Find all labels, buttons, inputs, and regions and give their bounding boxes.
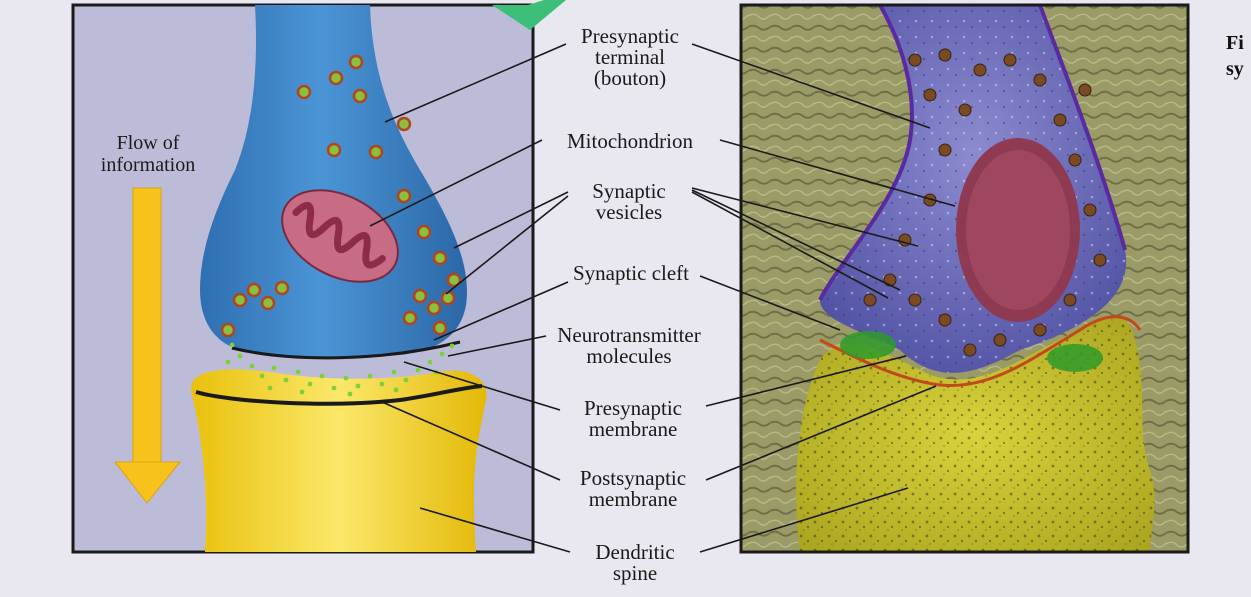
synaptic-vesicles-line-1: Synaptic: [566, 181, 692, 202]
presynaptic-terminal-line-1: Presynaptic: [560, 26, 700, 47]
illustration-panel: [73, 5, 533, 552]
dendritic-spine-shape: [191, 369, 487, 552]
dendritic-spine-line-2: spine: [570, 563, 700, 584]
mitochondrion-line-1: Mitochondrion: [538, 131, 722, 152]
flow-of-information-label: Flow of information: [80, 132, 216, 176]
presynaptic-terminal-line-2: terminal: [560, 47, 700, 68]
flow-label-line-2: information: [80, 154, 216, 176]
postsynaptic-membrane-line-1: Postsynaptic: [560, 468, 706, 489]
label-synaptic-vesicles: Synaptic vesicles: [566, 181, 692, 223]
label-postsynaptic-membrane: Postsynaptic membrane: [560, 468, 706, 510]
neurotransmitter-line-1: Neurotransmitter: [540, 325, 718, 346]
synaptic-vesicles-line-2: vesicles: [566, 202, 692, 223]
presynaptic-membrane-line-1: Presynaptic: [560, 398, 706, 419]
label-synaptic-cleft: Synaptic cleft: [556, 263, 706, 284]
neurotransmitter-line-2: molecules: [540, 346, 718, 367]
dendritic-spine-line-1: Dendritic: [570, 542, 700, 563]
label-dendritic-spine: Dendritic spine: [570, 542, 700, 584]
presynaptic-membrane-line-2: membrane: [560, 419, 706, 440]
side-caption-line-1: Fi: [1226, 30, 1244, 56]
side-caption-line-2: sy: [1226, 56, 1244, 82]
presynaptic-terminal-line-3: (bouton): [560, 68, 700, 89]
side-caption: Fi sy: [1226, 30, 1244, 82]
label-neurotransmitter-molecules: Neurotransmitter molecules: [540, 325, 718, 367]
label-presynaptic-terminal: Presynaptic terminal (bouton): [560, 26, 700, 89]
flow-label-line-1: Flow of: [80, 132, 216, 154]
label-presynaptic-membrane: Presynaptic membrane: [560, 398, 706, 440]
micrograph-panel: [741, 5, 1188, 552]
label-mitochondrion: Mitochondrion: [538, 131, 722, 152]
postsynaptic-membrane-line-2: membrane: [560, 489, 706, 510]
synaptic-cleft-line-1: Synaptic cleft: [556, 263, 706, 284]
